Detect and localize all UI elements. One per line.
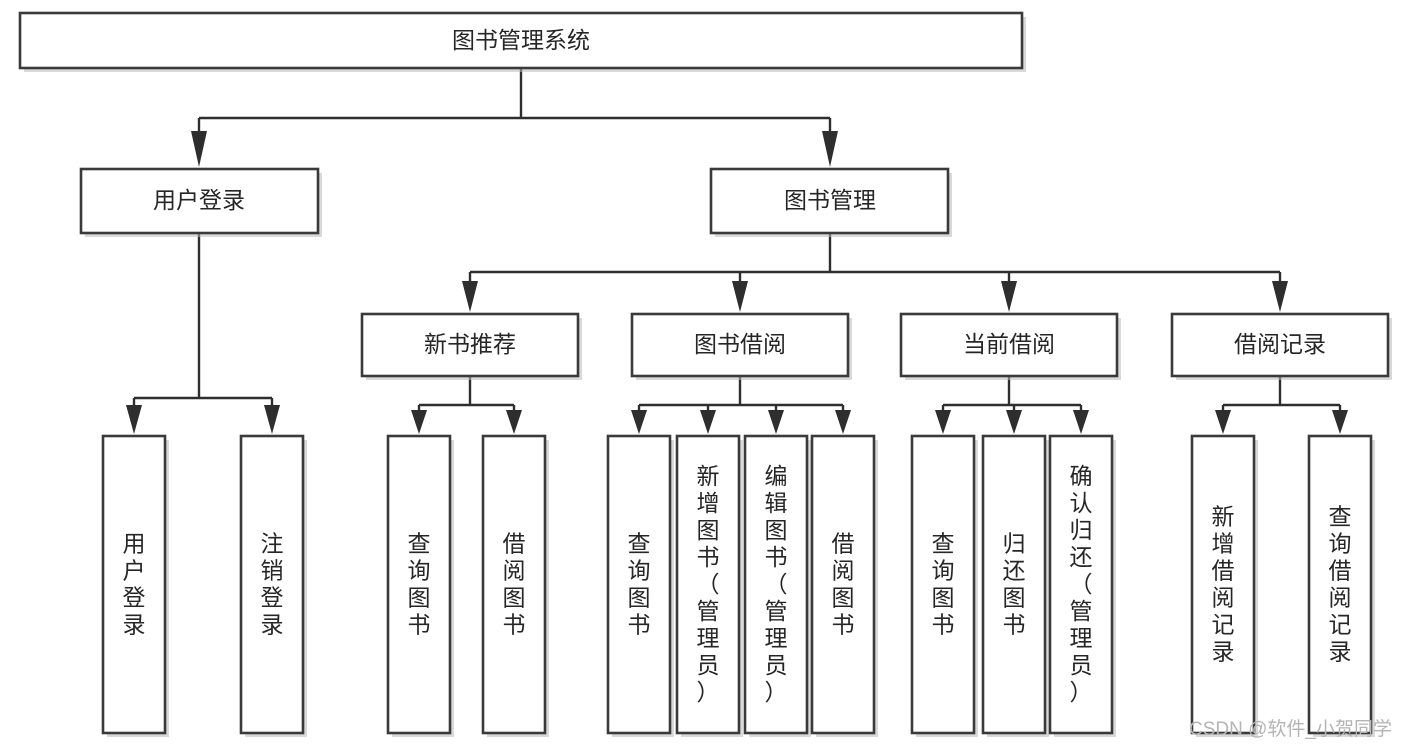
- node-leaf-query-book-1-box[interactable]: [386, 434, 452, 735]
- node-leaf-query-record[interactable]: 查询借阅记录: [1307, 434, 1375, 737]
- node-leaf-return-book[interactable]: 归还图书: [981, 434, 1049, 737]
- node-leaf-user-login[interactable]: 用户登录: [101, 434, 169, 737]
- node-borrow-record-box[interactable]: [1170, 312, 1390, 378]
- node-book-borrow-label: 图书借阅: [694, 331, 786, 357]
- node-leaf-add-record[interactable]: 新增借阅记录: [1190, 434, 1258, 737]
- node-leaf-user-login-box[interactable]: [101, 434, 167, 735]
- node-book-borrow-box[interactable]: [630, 312, 850, 378]
- arrow-head-book-borrow: [732, 281, 748, 312]
- node-leaf-logout[interactable]: 注销登录: [239, 434, 307, 737]
- node-leaf-confirm-return-box[interactable]: [1048, 434, 1114, 735]
- arrow-head-leaf-query-book-3: [935, 410, 951, 434]
- node-leaf-logout-box[interactable]: [239, 434, 305, 735]
- node-leaf-add-book[interactable]: 新增图书（管理员）: [675, 434, 743, 737]
- node-borrow-record[interactable]: 借阅记录: [1170, 312, 1392, 380]
- node-current-borrow-box[interactable]: [899, 312, 1119, 378]
- node-book-management[interactable]: 图书管理: [709, 167, 952, 237]
- node-leaf-return-book-label: 归还图书: [1003, 531, 1026, 638]
- node-book-management-box[interactable]: [709, 167, 950, 235]
- arrow-head-leaf-query-book-1: [411, 410, 427, 434]
- arrow-head-leaf-add-record: [1215, 410, 1231, 434]
- node-leaf-query-record-label: 查询借阅记录: [1329, 504, 1352, 665]
- node-leaf-add-book-box[interactable]: [675, 434, 741, 735]
- arrow-head-leaf-return-book: [1006, 410, 1022, 434]
- node-leaf-query-book-1-label: 查询图书: [408, 531, 431, 638]
- connector-layer: [126, 68, 1348, 434]
- arrow-head-leaf-logout: [264, 405, 280, 434]
- node-leaf-query-book-2[interactable]: 查询图书: [606, 434, 674, 737]
- node-leaf-query-book-2-box[interactable]: [606, 434, 672, 735]
- arrow-head-leaf-confirm-return: [1073, 410, 1089, 434]
- node-leaf-borrow-book-1-box[interactable]: [481, 434, 547, 735]
- node-user-login-box[interactable]: [79, 167, 320, 235]
- node-leaf-borrow-book-1[interactable]: 借阅图书: [481, 434, 549, 737]
- node-user-login[interactable]: 用户登录: [79, 167, 322, 237]
- node-leaf-borrow-book-2-box[interactable]: [810, 434, 876, 735]
- node-leaf-add-record-box[interactable]: [1190, 434, 1256, 735]
- node-book-borrow[interactable]: 图书借阅: [630, 312, 852, 380]
- node-leaf-query-book-3-label: 查询图书: [932, 531, 955, 638]
- arrow-head-leaf-add-book: [700, 410, 716, 434]
- node-leaf-confirm-return-label: 确认归还（管理员）: [1070, 463, 1093, 705]
- arrow-head-leaf-borrow-book-2: [835, 410, 851, 434]
- arrow-head-current-borrow: [1001, 281, 1017, 312]
- arrow-head-leaf-borrow-book-1: [506, 410, 522, 434]
- node-current-borrow-label: 当前借阅: [963, 331, 1055, 357]
- node-leaf-borrow-book-2-label: 借阅图书: [832, 531, 855, 638]
- node-leaf-confirm-return[interactable]: 确认归还（管理员）: [1048, 434, 1116, 737]
- arrow-head-user-login: [191, 131, 207, 167]
- node-book-management-label: 图书管理: [784, 187, 876, 213]
- node-borrow-record-label: 借阅记录: [1234, 331, 1326, 357]
- node-leaf-add-book-label: 新增图书（管理员）: [697, 463, 720, 705]
- watermark: CSDN @软件_小贺同学: [1189, 718, 1392, 740]
- arrow-head-leaf-query-record: [1332, 410, 1348, 434]
- node-root-label: 图书管理系统: [452, 27, 590, 53]
- node-root[interactable]: 图书管理系统: [18, 11, 1026, 72]
- arrow-head-leaf-user-login: [126, 405, 142, 434]
- arrow-head-book-management: [822, 131, 838, 167]
- node-leaf-query-book-1[interactable]: 查询图书: [386, 434, 454, 737]
- node-leaf-return-book-box[interactable]: [981, 434, 1047, 735]
- node-leaf-query-book-2-label: 查询图书: [628, 531, 651, 638]
- node-leaf-borrow-book-2[interactable]: 借阅图书: [810, 434, 878, 737]
- arrow-head-leaf-query-book-2: [631, 410, 647, 434]
- node-new-book-recommend-label: 新书推荐: [424, 331, 516, 357]
- node-leaf-edit-book-box[interactable]: [743, 434, 809, 735]
- arrow-head-leaf-edit-book: [768, 410, 784, 434]
- arrow-head-borrow-record: [1272, 281, 1288, 312]
- node-current-borrow[interactable]: 当前借阅: [899, 312, 1121, 380]
- node-leaf-edit-book-label: 编辑图书（管理员）: [765, 463, 788, 705]
- node-leaf-user-login-label: 用户登录: [123, 531, 146, 638]
- node-leaf-query-book-3[interactable]: 查询图书: [910, 434, 978, 737]
- node-root-box[interactable]: [18, 11, 1024, 70]
- node-user-login-label: 用户登录: [153, 187, 245, 213]
- node-leaf-query-book-3-box[interactable]: [910, 434, 976, 735]
- node-leaf-add-record-label: 新增借阅记录: [1212, 504, 1235, 665]
- node-leaf-edit-book[interactable]: 编辑图书（管理员）: [743, 434, 811, 737]
- node-new-book-recommend[interactable]: 新书推荐: [360, 312, 582, 380]
- arrow-head-new-book-recommend: [462, 281, 478, 312]
- node-leaf-query-record-box[interactable]: [1307, 434, 1373, 735]
- node-leaf-logout-label: 注销登录: [261, 531, 284, 638]
- node-leaf-borrow-book-1-label: 借阅图书: [503, 531, 526, 638]
- node-new-book-recommend-box[interactable]: [360, 312, 580, 378]
